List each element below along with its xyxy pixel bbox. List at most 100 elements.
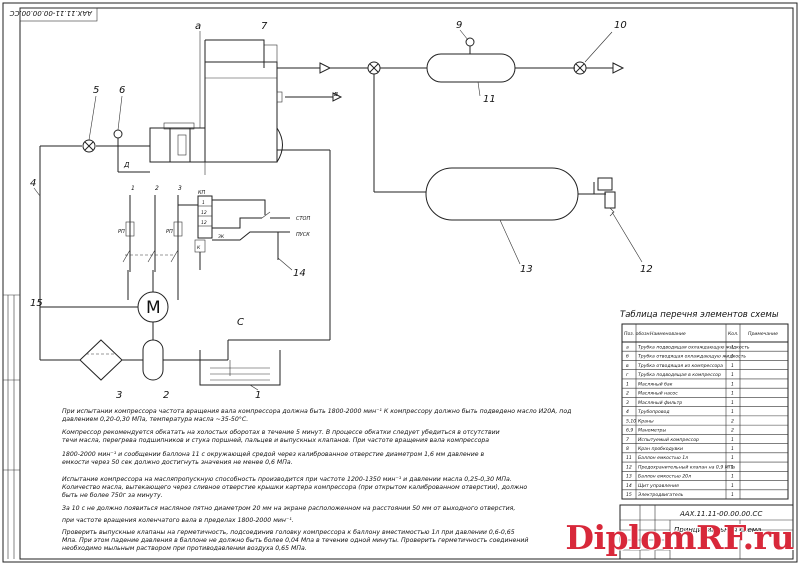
watermark-logo: DiplomRF.ru [565,518,794,557]
valve-5 [82,139,96,153]
power-wiring [122,195,198,272]
svg-text:1: 1 [255,390,261,401]
compressor-7 [149,39,283,175]
svg-text:5: 5 [93,85,99,96]
manometer-6 [113,129,123,146]
svg-text:12: 12 [201,210,207,216]
row-name: Предохранительный клапан на 0,9 МПа [638,464,735,470]
svg-text:М: М [146,298,161,318]
row-qty: 1 [731,455,734,461]
svg-text:в: в [334,90,338,98]
row-name: Краны [638,418,654,424]
table-row: 15 Электродвигатель 1 [622,492,788,500]
row-name: Электродвигатель [637,492,684,498]
row-pos: 3 [626,400,629,406]
table-header-cell: Поз. обозн. [624,331,651,337]
note-line: Количество масла, вытекающего через слив… [62,483,527,491]
svg-text:2: 2 [155,185,159,192]
row-qty: 1 [731,483,734,489]
row-qty: 1 [731,464,734,470]
row-pos: а [626,345,629,350]
row-name: Кран пробкодувки [638,446,683,452]
svg-text:6: 6 [119,85,125,96]
row-name: Масляный насос [638,391,678,397]
row-pos: 11 [626,455,632,461]
svg-text:РП: РП [118,229,125,235]
inner-frame [19,7,794,560]
row-pos: б [626,354,629,360]
note-line: Мпа. При этом падение давления в баллоне… [62,536,528,544]
svg-text:9: 9 [456,20,462,31]
row-qty: 2 [731,428,734,434]
svg-text:СТОП: СТОП [296,216,310,222]
svg-text:ПУСК: ПУСК [296,232,310,238]
row-name: Трубопровод [638,409,670,415]
title-doc-code: ААХ.11.11-00.00.00.СС [679,510,762,518]
note-line: емкости через 50 сек должно достигнуть з… [62,459,293,466]
svg-text:14: 14 [293,268,306,279]
svg-text:13: 13 [520,264,533,275]
callout-labels: а 7 в 9 10 11 5 6 Д 4 15 С 3 2 1 14 13 1… [30,20,653,401]
row-pos: 15 [626,492,632,498]
svg-text:12: 12 [201,220,207,226]
row-qty: 1 [731,446,734,452]
row-pos: 1 [626,381,629,387]
row-pos: 7 [626,437,629,443]
row-name: Щит управления [638,483,679,489]
note-line: Испытание компрессора на масляпропускную… [62,475,512,483]
row-qty: 1 [731,409,734,415]
oil-tank-1 [199,350,281,386]
valve-cross [367,61,381,75]
note-line: 1800-2000 мин⁻¹ и сообщении баллона 11 с… [62,450,485,458]
row-qty: 1 [731,400,734,406]
row-name: Масляный фильтр [638,400,682,406]
table-header-cell: Наименование [650,331,686,337]
row-pos: 4 [626,409,629,415]
row-qty: 1 [731,492,734,498]
svg-text:4: 4 [30,178,36,189]
valve-10 [573,61,587,75]
elements-table: Таблица перечня элементов схемы Поз. обо… [620,310,789,500]
svg-text:12: 12 [640,264,653,275]
row-name: Трубка подводящая в компрессор [638,372,721,378]
row-qty: 1 [731,354,734,360]
note-line: За 10 с не должно появиться масляное пят… [62,505,515,512]
row-pos: 5,10 [626,418,636,424]
svg-text:ЗК: ЗК [218,234,225,240]
svg-text:3: 3 [116,390,122,401]
svg-text:РП: РП [166,229,173,235]
svg-text:3: 3 [178,185,182,192]
svg-text:К: К [197,245,201,251]
row-pos: 13 [626,474,632,480]
top-stamp [19,7,98,22]
row-name: Трубка отводящая из компрессора [638,363,723,369]
table-row: 11 Баллон емкостью 1л 1 [622,455,788,463]
row-name: Баллон емкостью 1л [638,455,688,461]
row-pos: в [626,364,629,369]
safety-valve-12 [593,177,616,217]
table-header-cell: Примечание [748,331,778,337]
row-qty: 1 [731,381,734,387]
svg-text:11: 11 [483,94,496,105]
note-line: При испытании компрессора частота вращен… [62,407,571,415]
svg-text:а: а [195,21,201,32]
drawing-title: Принципиальная схема [674,526,761,534]
svg-text:2: 2 [163,390,169,401]
row-name: Испытуемый компрессор [638,437,699,443]
note-line: необходимо мыльным раствором при противо… [62,544,307,552]
oil-supply-line [39,145,330,361]
svg-text:1: 1 [131,185,135,192]
row-qty: 1 [731,391,734,397]
table-row: 4 Трубопровод 1 [622,409,788,417]
